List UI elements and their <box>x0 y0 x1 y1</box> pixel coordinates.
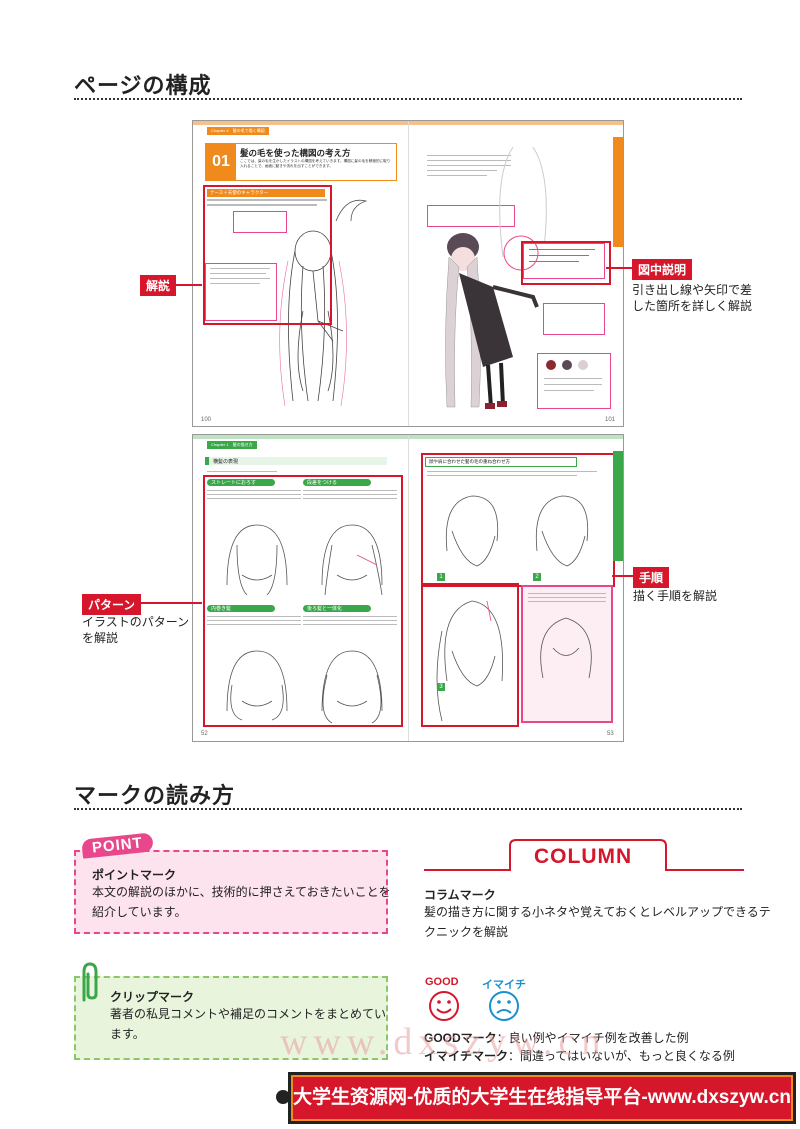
point-mark-box <box>74 850 388 934</box>
step-lead-2 <box>427 475 577 476</box>
step-lead-1 <box>427 471 597 472</box>
spine <box>408 121 409 426</box>
panel-1-head: ストレートにおろす <box>207 479 275 486</box>
column-frame <box>424 839 744 871</box>
page-number-left: 100 <box>201 417 212 423</box>
wing-sketch <box>335 199 368 222</box>
leader-tejun <box>612 575 633 577</box>
clip-title: クリップマーク <box>110 990 195 1004</box>
section-lead <box>207 471 277 472</box>
right-text-block <box>427 155 511 195</box>
callout-left-1 <box>233 211 287 233</box>
pattern-panel-3: 内巻き髪 <box>207 605 301 719</box>
desc-zuchu-1: 引き出し線や矢印で差 <box>632 283 753 297</box>
lesson-title: 髪の毛を使った構図の考え方 <box>240 148 351 158</box>
spread2-header-tab: Chapter 1 髪の描き方 <box>207 441 257 449</box>
leader-kaisetsu <box>167 284 202 286</box>
watermark-text: www.dxszyw.cn <box>280 1021 607 1063</box>
good-face-icon <box>429 991 459 1021</box>
label-pattern: パターン <box>82 594 142 615</box>
body-text-block <box>207 199 327 206</box>
kaisetsu-highlight-box <box>203 185 332 325</box>
good-line: GOODマーク：良い例やイマイチ例を改善した例 <box>424 1028 689 1048</box>
desc-pattern-1: イラストのパターン <box>82 615 190 629</box>
color-swatch-box <box>537 353 611 409</box>
page-number-right: 53 <box>607 731 614 737</box>
spread2-column-box <box>521 585 613 723</box>
step-num-3: 3 <box>437 683 445 691</box>
column-title: コラムマーク <box>424 888 496 902</box>
book-spread-2: Chapter 1 髪の描き方 横髪の表現 ストレートにおろす 段差をつける 内… <box>192 434 624 742</box>
right-note-box <box>427 205 515 227</box>
tejun-highlight-box <box>421 453 615 587</box>
bottom-banner[interactable]: 大学生资源网-优质的大学生在线指导平台-www.dxszyw.cn <box>288 1072 796 1124</box>
zuchu-highlight-box <box>521 241 611 285</box>
label-kaisetsu: 解説 <box>140 275 177 296</box>
spread2-side-tab <box>613 451 623 561</box>
panel-3-head: 内巻き髪 <box>207 605 275 612</box>
leader-zuchu <box>606 267 632 269</box>
book-spread-1: Chapter 4 髪の毛で描く構図 01 髪の毛を使った構図の考え方 ここでは… <box>192 120 624 427</box>
step-head-text: 顔や肩に合わせた髪の毛の重ね合わせ方 <box>429 459 510 464</box>
banner-text: 大学生资源网-优质的大学生在线指导平台-www.dxszyw.cn <box>293 1087 791 1108</box>
pattern-panel-2: 段差をつける <box>303 479 397 593</box>
section-title-page-structure: ページの構成 <box>74 73 212 98</box>
good-label: GOOD <box>425 976 459 988</box>
zuchu-callout-2 <box>543 303 605 335</box>
step-sketches <box>436 495 589 722</box>
bad-face-icon <box>489 991 519 1021</box>
good-line-text: ：良い例やイマイチ例を改善した例 <box>496 1031 689 1045</box>
page-number-left: 52 <box>201 731 208 737</box>
pattern-panel-1: ストレートにおろす <box>207 479 301 593</box>
section-title-marks: マークの読み方 <box>74 783 236 808</box>
lesson-title-box: 01 髪の毛を使った構図の考え方 ここでは、髪の毛を生かしたイラストの構図を考え… <box>205 143 397 181</box>
page-number-right: 101 <box>605 417 616 423</box>
bad-line-label: イマイチマーク <box>424 1049 509 1063</box>
callout-left-2 <box>205 263 277 321</box>
good-line-label: GOODマーク <box>424 1031 497 1045</box>
leader-pattern <box>134 602 202 604</box>
desc-zuchu-2: した箇所を詳しく解説 <box>632 299 753 313</box>
clip-desc-1: 著者の私見コメントや補足のコメントをまとめてい <box>110 1007 387 1021</box>
zuchu-callout-1 <box>523 243 605 279</box>
column-badge: COLUMN <box>534 845 633 868</box>
section-divider <box>74 98 742 100</box>
sub-heading-bar: ナース＋天使のキャラクター <box>207 189 325 197</box>
step-head-bar: 顔や肩に合わせた髪の毛の重ね合わせ方 <box>425 457 577 467</box>
clip-desc-2: ます。 <box>110 1027 145 1041</box>
column-desc-1: 髪の描き方に関する小ネタや覚えておくとレベルアップできるテ <box>424 905 771 919</box>
bad-line-text: ：間違ってはいないが、もっと良くなる例 <box>508 1049 735 1063</box>
step-num-1: 1 <box>437 573 445 581</box>
panel-2-head: 段差をつける <box>303 479 371 486</box>
illustration-color <box>445 146 547 409</box>
column-desc-2: クニックを解説 <box>424 925 509 939</box>
point-desc-1: 本文の解説のほかに、技術的に押さえておきたいことを <box>92 885 391 899</box>
point-title: ポイントマーク <box>92 868 177 882</box>
point-desc-2: 紹介しています。 <box>92 905 187 919</box>
panel-4-head: 後ろ髪と一体化 <box>303 605 371 612</box>
clip-mark-box <box>74 976 388 1060</box>
bad-label: イマイチ <box>482 979 526 991</box>
section-divider-2 <box>74 808 742 810</box>
spine <box>408 435 409 741</box>
banner-dot-icon <box>276 1090 290 1104</box>
pattern-sketches <box>226 524 383 724</box>
lesson-number: 01 <box>206 144 236 180</box>
tejun-highlight-box-2 <box>421 583 519 727</box>
section-head-text: 横髪の表現 <box>213 459 239 465</box>
step-num-2: 2 <box>533 573 541 581</box>
label-zuchu: 図中説明 <box>632 259 693 280</box>
section-head-bar: 横髪の表現 <box>205 457 387 465</box>
pattern-highlight-box <box>203 475 403 727</box>
lesson-lead: ここでは、髪の毛を生かしたイラストの構図を考えていきます。構図に髪の毛を積極的に… <box>240 159 391 168</box>
pattern-panel-4: 後ろ髪と一体化 <box>303 605 397 719</box>
label-tejun: 手順 <box>633 567 670 588</box>
spread1-side-tab <box>613 137 623 247</box>
spread1-header-tab: Chapter 4 髪の毛で描く構図 <box>207 127 269 135</box>
paperclip-icon <box>82 962 98 1002</box>
bad-line: イマイチマーク：間違ってはいないが、もっと良くなる例 <box>424 1046 735 1066</box>
desc-tejun: 描く手順を解説 <box>633 589 718 603</box>
desc-pattern-2: を解説 <box>82 631 119 645</box>
